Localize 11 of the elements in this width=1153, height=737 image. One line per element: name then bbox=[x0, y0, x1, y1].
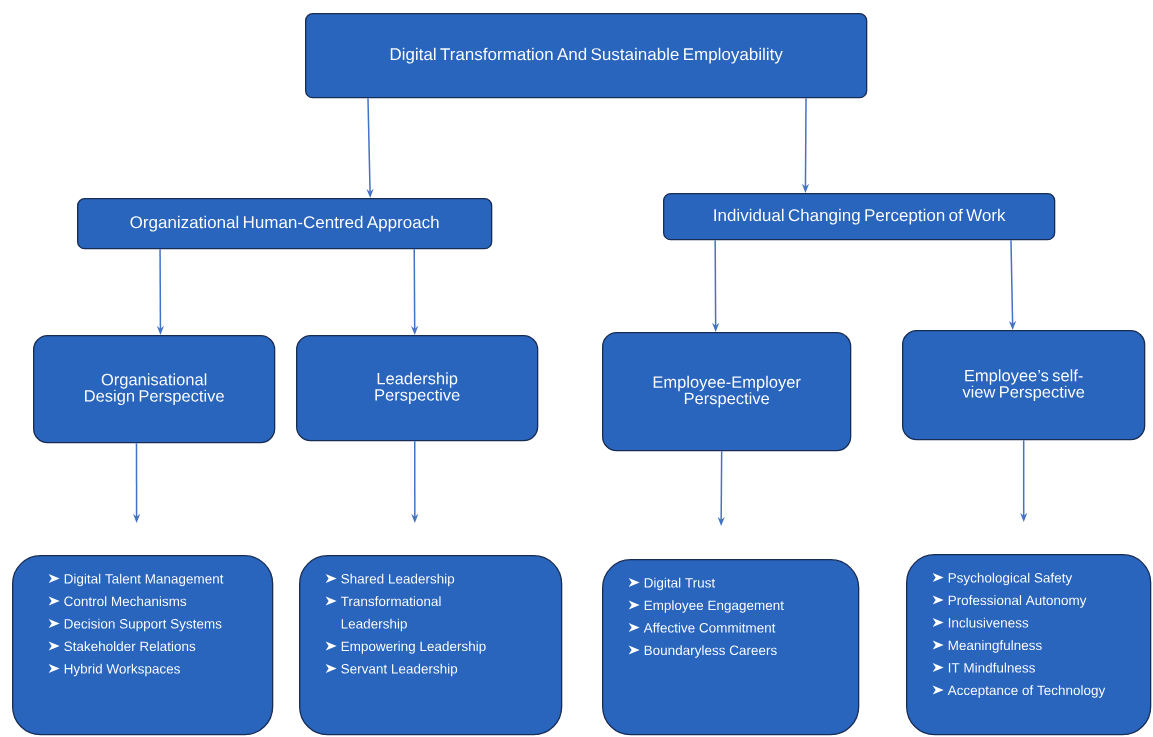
bullet-list-box: Psychological Safety Professional Autonomy Inclusiveness Meaningfulness IT Mindfulness Acceptance of Technology bbox=[906, 554, 1152, 736]
perspective-box: Leadership Perspective bbox=[296, 335, 539, 442]
bullet-list-box: Digital Trust Employee Engagement Affective Commitment Boundaryless Careers bbox=[602, 559, 860, 736]
heading-box: Digital Transformation And Sustainable Employability bbox=[305, 13, 868, 99]
perspective-box: Employee-Employer Perspective bbox=[602, 332, 852, 452]
bullet-list-box: Shared Leadership Transformational Leadership Empowering Leadership Servant Leadership bbox=[299, 555, 563, 736]
heading-box: Individual Changing Perception of Work bbox=[663, 193, 1056, 241]
bullet-list-box: Digital Talent Management Control Mechanisms Decision Support Systems Stakeholder Relations Hybrid Workspaces bbox=[12, 555, 274, 736]
heading-box: Organizational Human-Centred Approach bbox=[77, 198, 493, 250]
perspective-box: Employee’s self-view Perspective bbox=[902, 330, 1146, 441]
perspective-box: Organisational Design Perspective bbox=[33, 335, 276, 444]
